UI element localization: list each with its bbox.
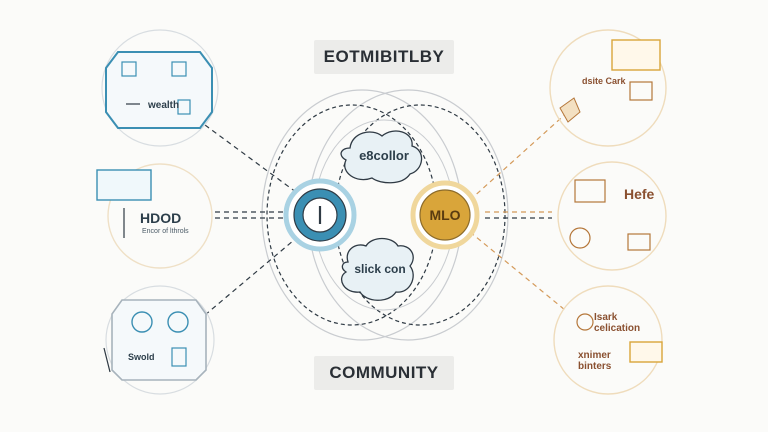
right-top-figure-icon <box>559 97 581 123</box>
left-bottom-panel-badge <box>111 299 207 381</box>
left-top-icon-b <box>171 61 187 77</box>
right-bottom-person-icon <box>576 313 594 331</box>
right-hub-label: MLO <box>429 207 461 223</box>
bottom-label: COMMUNITY <box>314 356 454 390</box>
right-middle-panel-circle <box>557 161 667 271</box>
right-middle-icon-b <box>627 233 651 251</box>
left-middle-panel-circle <box>107 163 213 269</box>
center-top-blob-label: e8collor <box>359 148 409 163</box>
left-bottom-icon-b <box>167 311 189 333</box>
right-bottom-panel-circle <box>553 285 663 395</box>
left-middle-sublabel: Encor of lthrols <box>142 228 189 235</box>
left-top-icon-a <box>121 61 137 77</box>
right-middle-person-icon <box>569 227 591 249</box>
connector-left-top <box>204 124 301 196</box>
right-hub-inner <box>419 189 471 241</box>
center-bottom-blob-label: slick con <box>354 262 406 276</box>
right-bottom-screen-icon <box>629 341 663 363</box>
left-middle-label: HDOD <box>140 210 182 226</box>
left-bottom-icon-a <box>131 311 153 333</box>
right-middle-label: Hefe <box>624 186 655 202</box>
right-top-panel-circle <box>549 29 667 147</box>
left-bottom-pen-icon <box>103 347 111 373</box>
dashed-ring-right <box>334 104 506 326</box>
right-bottom-label: Isark celication <box>594 312 641 334</box>
connector-left-bottom <box>204 234 301 316</box>
left-top-icon-c <box>177 99 191 115</box>
left-bottom-label: Swold <box>128 352 155 362</box>
right-top-icon-a <box>629 81 653 101</box>
right-top-label: dsite Cark <box>582 76 626 86</box>
left-bottom-icon-c <box>171 347 187 367</box>
right-bottom-sublabel: xnimer binters <box>578 350 612 372</box>
right-top-callout <box>611 39 661 71</box>
connector-right-bottom <box>469 231 566 311</box>
connector-right-top <box>469 109 571 201</box>
center-top-blob <box>340 130 423 184</box>
left-top-panel-circle <box>101 29 219 147</box>
top-label: EOTMIBITLBY <box>314 40 454 74</box>
left-middle-callout <box>96 169 152 201</box>
left-bottom-panel-circle <box>105 285 215 395</box>
right-middle-icon-a <box>574 179 606 203</box>
left-top-label: wealth <box>148 100 180 111</box>
center-bottom-blob <box>341 237 414 301</box>
